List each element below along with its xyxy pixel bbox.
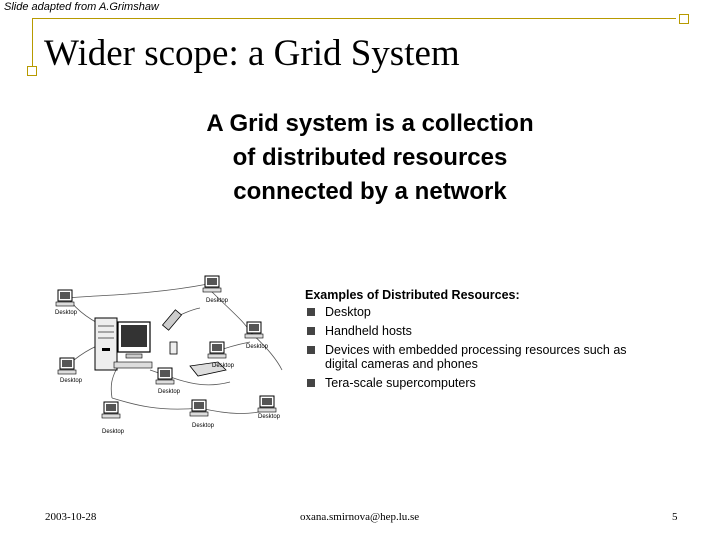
handheld-icon <box>161 309 183 355</box>
slide-credit: Slide adapted from A.Grimshaw <box>4 1 159 13</box>
body-line-2: of distributed resources <box>232 144 508 171</box>
bullet-square-icon <box>307 379 315 387</box>
list-item: Desktop <box>305 305 655 319</box>
list-item: Devices with embedded processing resourc… <box>305 343 655 371</box>
slide-body: A Grid system is a collection of distrib… <box>160 107 580 209</box>
list-item-text: Handheld hosts <box>325 324 412 338</box>
body-line-3: connected by a network <box>233 178 507 205</box>
desktop-icon <box>244 321 264 339</box>
header-rule <box>32 18 676 19</box>
server-icon <box>94 317 118 371</box>
list-item: Handheld hosts <box>305 324 655 338</box>
desktop-label: Desktop <box>55 310 78 316</box>
body-line-1: A Grid system is a collection <box>206 110 534 137</box>
page-number: 5 <box>672 511 678 523</box>
desktop-icon <box>257 395 277 413</box>
desktop-label: Desktop <box>192 423 215 429</box>
desktop-label: Desktop <box>60 378 83 384</box>
desktop-icon <box>101 401 121 419</box>
desktop-icon <box>202 275 222 293</box>
desktop-label: Desktop <box>206 298 229 304</box>
bullet-square-icon <box>307 308 315 316</box>
desktop-label: Desktop <box>158 389 181 395</box>
decor-square-left <box>27 66 37 76</box>
desktop-label: Desktop <box>246 344 269 350</box>
workstation-icon <box>113 321 153 369</box>
examples-title: Examples of Distributed Resources: <box>305 288 520 302</box>
desktop-icon <box>55 289 75 307</box>
list-item: Tera-scale supercomputers <box>305 376 655 390</box>
header-vertical-rule <box>32 18 33 66</box>
footer-email: oxana.smirnova@hep.lu.se <box>300 511 420 523</box>
bullet-square-icon <box>307 346 315 354</box>
desktop-label: Desktop <box>258 414 281 420</box>
desktop-label: Desktop <box>212 363 235 369</box>
desktop-icon <box>207 341 227 359</box>
grid-network-diagram: Desktop Desktop Desktop Deskt <box>55 275 283 435</box>
list-item-text: Desktop <box>325 305 371 319</box>
bullet-square-icon <box>307 327 315 335</box>
desktop-icon <box>57 357 77 375</box>
footer-date: 2003-10-28 <box>45 511 97 523</box>
desktop-icon <box>189 399 209 417</box>
decor-square-right <box>679 14 689 24</box>
desktop-label: Desktop <box>102 429 125 435</box>
device-icon <box>189 361 227 377</box>
examples-list: Desktop Handheld hosts Devices with embe… <box>305 305 655 390</box>
desktop-icon <box>155 367 175 385</box>
list-item-text: Tera-scale supercomputers <box>325 376 476 390</box>
examples-panel: Examples of Distributed Resources: Deskt… <box>305 288 655 395</box>
list-item-text: Devices with embedded processing resourc… <box>325 343 627 371</box>
slide-title: Wider scope: a Grid System <box>44 33 460 74</box>
